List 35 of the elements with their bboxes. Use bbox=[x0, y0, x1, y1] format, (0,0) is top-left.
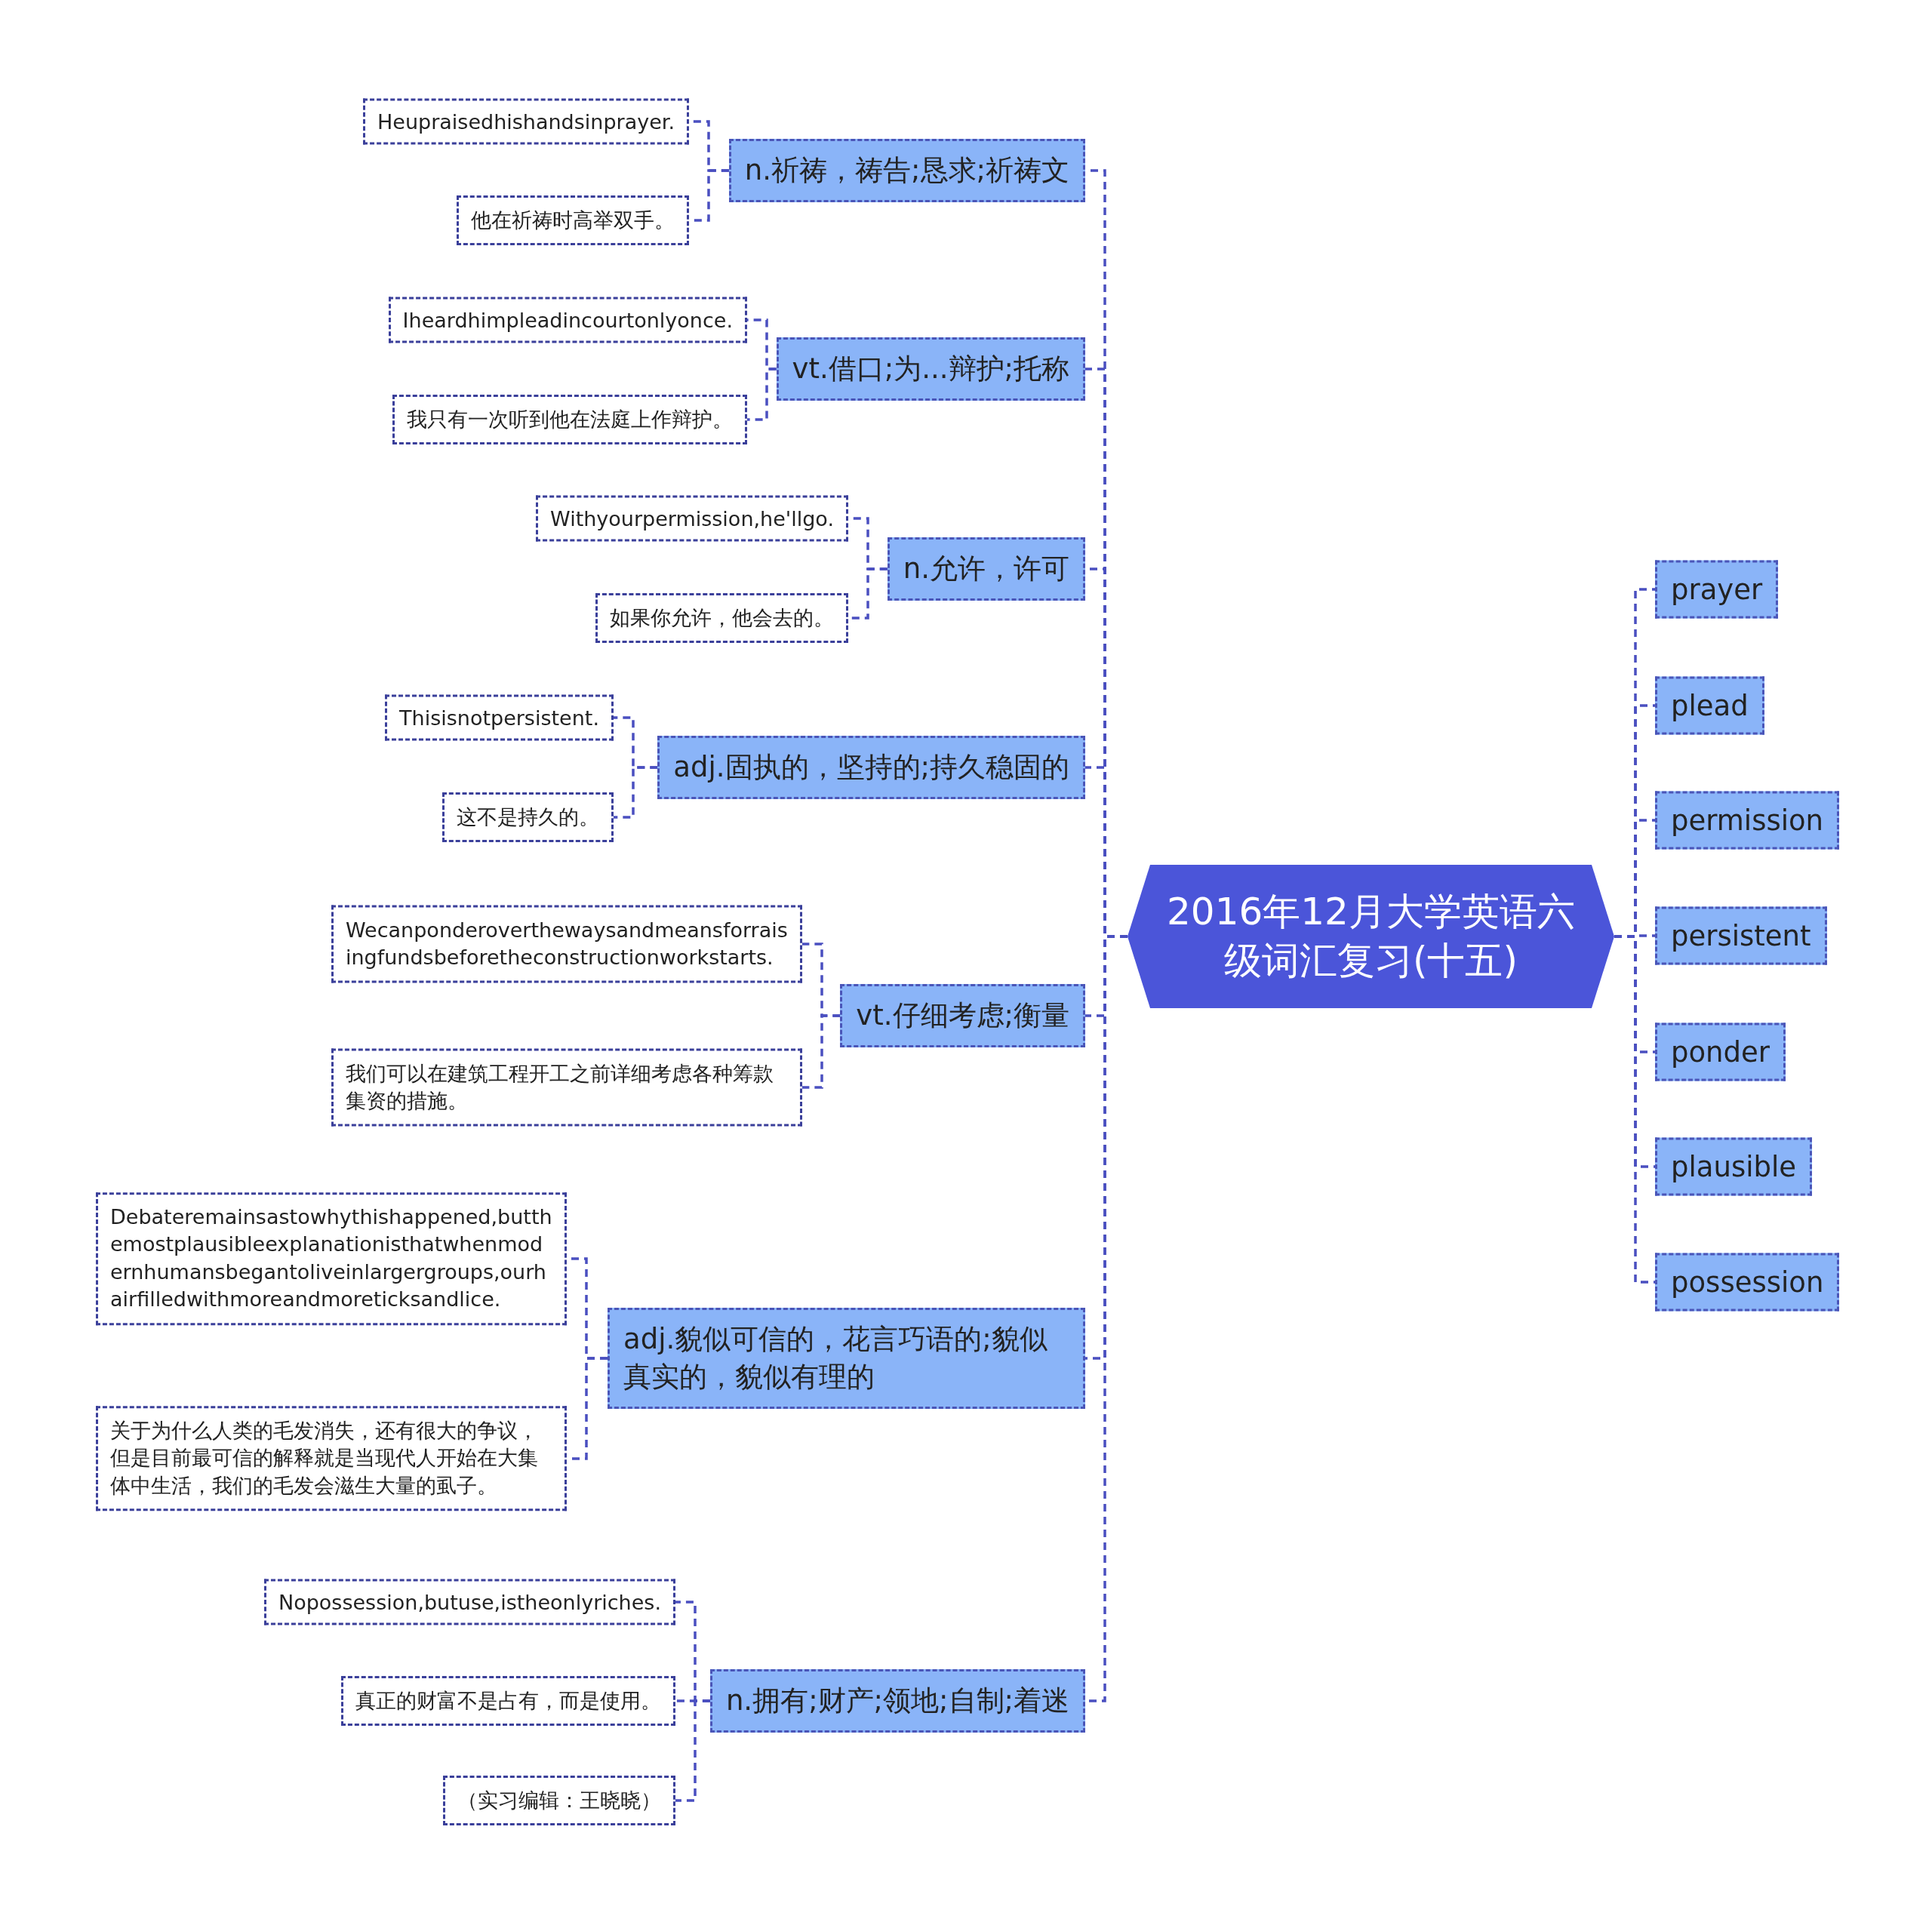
example-box: Wecanponderoverthewaysandmeansforraisingfundsbeforetheconstructionworkstarts. bbox=[331, 905, 802, 983]
example-box: Withyourpermission,he'llgo. bbox=[536, 495, 848, 542]
word-box: ponder bbox=[1655, 1023, 1786, 1081]
example-box: 这不是持久的。 bbox=[442, 792, 614, 842]
example-box: 如果你允许，他会去的。 bbox=[595, 593, 848, 643]
definition-box: n.拥有;财产;领地;自制;着迷 bbox=[709, 1669, 1085, 1733]
connector-line bbox=[1614, 935, 1655, 1284]
word-box: persistent bbox=[1655, 906, 1827, 965]
example-box: 我只有一次听到他在法庭上作辩护。 bbox=[392, 395, 747, 444]
definition-box: adj.貌似可信的，花言巧语的;貌似真实的，貌似有理的 bbox=[608, 1308, 1085, 1409]
word-box: plausible bbox=[1655, 1137, 1812, 1196]
example-box: Debateremainsastowhythishappened,butthemostplausibleexplanationisthatwhenmodernhumansbegantoliveinlargergroups,ourhairfilledwithmoreandmoreticksandlice. bbox=[96, 1192, 567, 1325]
definition-box: vt.仔细考虑;衡量 bbox=[840, 984, 1085, 1047]
connector-line bbox=[747, 367, 777, 421]
example-box: Iheardhimpleadincourtonlyonce. bbox=[388, 297, 747, 343]
word-box: permission bbox=[1655, 791, 1840, 850]
definition-box: adj.固执的，坚持的;持久稳固的 bbox=[657, 736, 1085, 799]
definition-box: vt.借口;为...辩护;托称 bbox=[776, 337, 1085, 401]
example-box: Heupraisedhishandsinprayer. bbox=[363, 98, 689, 145]
connector-line bbox=[675, 1699, 710, 1802]
word-box: possession bbox=[1655, 1253, 1840, 1312]
example-box: 真正的财富不是占有，而是使用。 bbox=[341, 1676, 675, 1726]
example-box: （实习编辑：王晓晓） bbox=[443, 1776, 675, 1825]
connector-line bbox=[802, 1014, 841, 1089]
example-box: 关于为什么人类的毛发消失，还有很大的争议，但是目前最可信的解释就是当现代人开始在大集体中生活，我们的毛发会滋生大量的虱子。 bbox=[96, 1406, 567, 1511]
topic-hexagon: 2016年12月大学英语六级词汇复习(十五) bbox=[1128, 865, 1614, 1008]
word-box: prayer bbox=[1655, 560, 1779, 619]
connector-line bbox=[614, 766, 658, 819]
word-box: plead bbox=[1655, 676, 1764, 735]
example-box: 我们可以在建筑工程开工之前详细考虑各种筹款集资的措施。 bbox=[331, 1048, 802, 1127]
definition-box: n.允许，许可 bbox=[887, 537, 1085, 601]
definition-box: n.祈祷，祷告;恳求;祈祷文 bbox=[728, 139, 1085, 202]
example-box: Nopossession,butuse,istheonlyriches. bbox=[264, 1579, 675, 1625]
example-box: 他在祈祷时高举双手。 bbox=[457, 195, 689, 245]
example-box: Thisisnotpersistent. bbox=[385, 694, 614, 741]
